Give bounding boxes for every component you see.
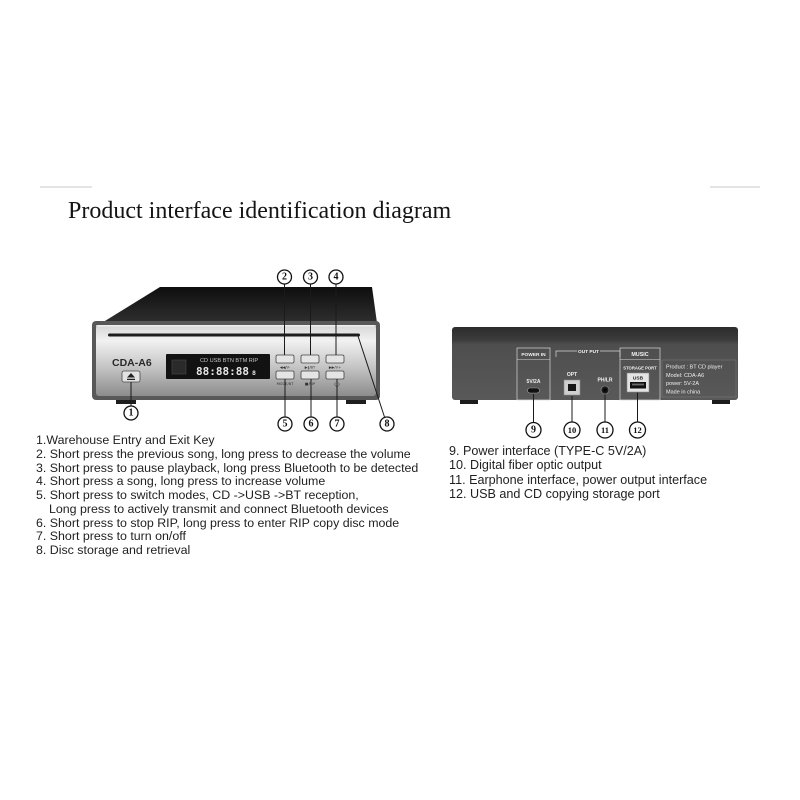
spec-label: Product : BT CD player Model: CDA-A6 pow… — [661, 359, 737, 398]
rear-callouts: 9 10 11 12 — [525, 392, 647, 439]
callout-10: 10 — [563, 421, 581, 439]
description-item-2: 2. Short press the previous song, long p… — [36, 446, 411, 461]
storage-port-label: STORAGE PORT — [623, 366, 657, 371]
callout-1: 1 — [123, 405, 139, 421]
output-label: OUT PUT — [578, 349, 599, 355]
display-indicator — [171, 359, 187, 375]
callout-9: 9 — [525, 421, 542, 439]
description-item-6: 6. Short press to stop RIP, long press t… — [36, 515, 400, 530]
disc-slot — [108, 333, 360, 337]
stop-rip-button — [300, 370, 320, 380]
callout-number: 9 — [531, 425, 536, 436]
device-foot-right — [346, 400, 366, 404]
power-in-value: 5V/2A — [527, 379, 541, 385]
callout-4: 4 — [328, 269, 344, 285]
callout-number: 11 — [601, 425, 609, 435]
callout-2: 2 — [276, 269, 293, 285]
device-foot-left — [116, 400, 136, 404]
power-button — [325, 370, 345, 380]
callout-3: 3 — [302, 269, 319, 285]
front-panel-highlight — [96, 325, 376, 327]
callout-5: 5 — [277, 416, 293, 432]
description-item-12: 12. USB and CD copying storage port — [449, 486, 660, 501]
rear-view-device: POWER IN 5V/2A OUT PUT OPT PH/LR MUSIC S… — [452, 327, 738, 404]
callout-number: 10 — [568, 425, 577, 435]
callout-12: 12 — [628, 421, 647, 439]
display-panel: CD USB BTN BTM RIP 88:88:88 8 — [166, 354, 270, 379]
music-label: MUSIC — [631, 352, 648, 358]
front-view-device: CDA-A6 CD USB BTN BTM RIP 88:88:88 8 ◀◀/… — [92, 287, 380, 404]
prev-volume-down-button — [275, 354, 295, 364]
music-section: MUSIC STORAGE PORT USB — [619, 347, 661, 401]
callout-6: 6 — [303, 416, 319, 432]
spec-product: Product : BT CD player — [666, 365, 723, 371]
eject-button — [121, 370, 141, 383]
spec-origin: Made in china — [666, 389, 701, 395]
spec-model: Model: CDA-A6 — [666, 373, 704, 379]
next-volume-up-label: ▶▶/V+ — [329, 366, 341, 370]
usb-c-port — [527, 387, 540, 394]
callout-7: 7 — [329, 416, 345, 432]
display-mode-labels: CD USB BTN BTM RIP — [200, 358, 258, 364]
phone-label: PH/LR — [598, 378, 613, 384]
page-title: Product interface identification diagram — [68, 198, 452, 224]
eject-icon — [127, 373, 135, 380]
spec-power: power: 5V-2A — [666, 381, 699, 387]
callout-number: 12 — [633, 425, 642, 435]
spec-label-frame — [661, 359, 737, 398]
prev-volume-down-label: ◀◀/V- — [280, 366, 291, 370]
callout-number: 8 — [385, 419, 390, 430]
usb-a-port-tongue — [632, 383, 644, 386]
display-suffix: 8 — [252, 369, 256, 377]
callout-number: 3 — [308, 272, 313, 283]
stop-rip-label: ■/RIP — [305, 382, 316, 386]
device-top-surface — [100, 287, 377, 324]
callout-number: 5 — [283, 419, 288, 430]
callout-11: 11 — [596, 421, 614, 439]
optical-port-opening — [568, 384, 576, 391]
description-item-11: 11. Earphone interface, power output int… — [449, 472, 708, 487]
description-item-4: 4. Short press a song, long press to inc… — [36, 474, 326, 489]
rear-description-list: 9. Power interface (TYPE-C 5V/2A) 10. Di… — [449, 444, 707, 501]
music-frame — [619, 347, 661, 401]
description-item-10: 10. Digital fiber optic output — [449, 458, 602, 473]
rear-panel-body — [452, 327, 738, 400]
front-description-list: 1.Warehouse Entry and Exit Key 2. Short … — [36, 433, 419, 558]
callout-number: 6 — [309, 419, 314, 430]
description-item-3: 3. Short press to pause playback, long p… — [36, 460, 419, 475]
callout-line-8 — [357, 335, 385, 418]
next-volume-up-button — [325, 354, 345, 364]
callout-8: 8 — [379, 416, 395, 432]
power-in-label: POWER IN — [521, 352, 546, 358]
description-item-8: 8. Disc storage and retrieval — [36, 543, 191, 557]
callout-number: 2 — [282, 272, 287, 283]
description-item-1: 1.Warehouse Entry and Exit Key — [36, 433, 215, 447]
description-item-9: 9. Power interface (TYPE-C 5V/2A) — [449, 444, 647, 458]
mode-button — [275, 370, 295, 380]
display-screen — [166, 354, 270, 379]
callout-number: 4 — [334, 272, 339, 283]
description-item-5-continued: Long press to actively transmit and conn… — [49, 501, 389, 516]
rear-foot-right — [712, 400, 730, 404]
description-item-7: 7. Short press to turn on/off — [36, 529, 186, 544]
rear-foot-left — [460, 400, 478, 404]
earphone-jack-hole — [603, 388, 607, 392]
callout-number: 1 — [129, 408, 134, 419]
description-item-5: 5. Short press to switch modes, CD ->USB… — [36, 488, 359, 502]
play-pause-bt-button — [300, 354, 320, 364]
opt-label: OPT — [567, 372, 577, 378]
front-callouts: 1 2 3 4 5 6 7 — [123, 269, 395, 432]
play-pause-bt-label: ▶‖/BT — [305, 366, 316, 370]
model-label: CDA-A6 — [112, 357, 152, 369]
display-digits: 88:88:88 — [196, 365, 249, 378]
callout-number: 7 — [335, 419, 340, 430]
usb-label: USB — [633, 376, 644, 382]
